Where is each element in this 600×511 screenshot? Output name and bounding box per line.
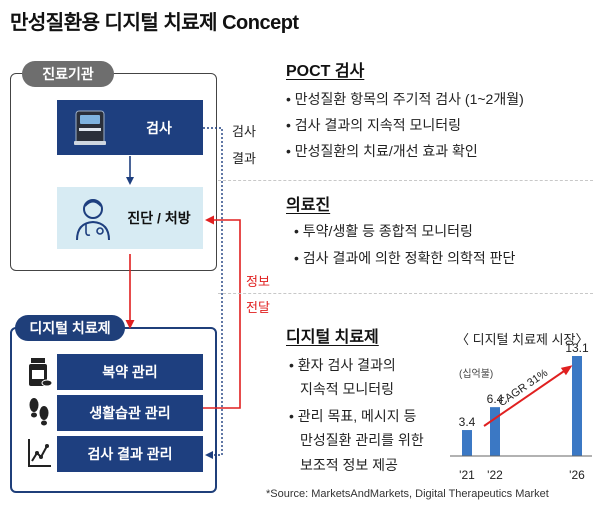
- bullet-dtx-2: • 관리 목표, 메시지 등: [289, 408, 417, 424]
- test-box: 검사: [57, 100, 203, 155]
- diagnosis-box: 진단 / 처방: [57, 187, 203, 249]
- dtx-item-test-results: 검사 결과 관리: [57, 436, 203, 472]
- diagnosis-label: 진단 / 처방: [127, 210, 191, 226]
- chart-value-label: 3.4: [459, 415, 476, 429]
- chart-bar: [572, 356, 582, 456]
- bullet-dtx-2b: 만성질환 관리를 위한: [300, 432, 424, 448]
- bullet-staff-2: • 검사 결과에 의한 정확한 의학적 판단: [294, 250, 516, 266]
- line-graph-icon: [26, 437, 52, 469]
- chart-tick-label: '26: [569, 468, 585, 482]
- info-transfer-line: [203, 215, 241, 409]
- chart-title: 〈 디지털 치료제 시장〉: [456, 332, 589, 347]
- info-transfer-label-2: 전달: [246, 300, 270, 315]
- chart-tick-label: '22: [487, 468, 503, 482]
- dtx-label: 디지털 치료제: [15, 315, 125, 341]
- cagr-label: CAGR 31%: [496, 367, 550, 409]
- section-heading-poct: POCT 검사: [286, 63, 365, 80]
- info-transfer-label-1: 정보: [246, 274, 270, 289]
- poct-device-icon: [71, 108, 111, 148]
- chart-bar: [490, 407, 500, 456]
- test-result-dotted-line: [203, 127, 223, 459]
- bullet-dtx-2c: 보조적 정보 제공: [300, 457, 398, 473]
- dtx-item-lifestyle: 생활습관 관리: [57, 395, 203, 431]
- footprints-icon: [26, 395, 52, 429]
- section-heading-dtx: 디지털 치료제: [286, 329, 379, 346]
- doctor-icon: [73, 197, 113, 241]
- bullet-poct-1: • 만성질환 항목의 주기적 검사 (1~2개월): [286, 91, 524, 107]
- cagr-arrow: [483, 366, 571, 427]
- section-heading-medical-staff: 의료진: [286, 197, 331, 214]
- chart-value-label: 6.4: [487, 392, 504, 406]
- bullet-poct-3: • 만성질환의 치료/개선 효과 확인: [286, 143, 478, 159]
- source-note: *Source: MarketsAndMarkets, Digital Ther…: [266, 488, 549, 500]
- cagr-arrow-head: [560, 365, 573, 376]
- chart-tick-label: '21: [459, 468, 475, 482]
- dtx-item-medication: 복약 관리: [57, 354, 203, 390]
- bullet-staff-1: • 투약/생활 등 종합적 모니터링: [294, 223, 473, 239]
- pill-bottle-icon: [26, 356, 53, 388]
- section-divider: [218, 293, 593, 294]
- market-chart: 3.4 '21 6.4 '22 13.1 '26 CAGR 31%: [450, 341, 592, 482]
- chart-unit: (십억불): [459, 369, 494, 380]
- test-result-label-1: 검사: [232, 124, 256, 139]
- test-label: 검사: [146, 119, 172, 136]
- bullet-poct-2: • 검사 결과의 지속적 모니터링: [286, 117, 462, 133]
- test-result-label-2: 결과: [232, 151, 256, 166]
- chart-bar: [462, 430, 472, 456]
- bullet-dtx-1b: 지속적 모니터링: [300, 381, 395, 397]
- chart-value-label: 13.1: [565, 341, 589, 355]
- bullet-dtx-1: • 환자 검사 결과의: [289, 357, 396, 373]
- page-title: 만성질환용 디지털 치료제 Concept: [10, 12, 299, 34]
- section-divider: [218, 180, 593, 181]
- clinic-label: 진료기관: [22, 61, 114, 87]
